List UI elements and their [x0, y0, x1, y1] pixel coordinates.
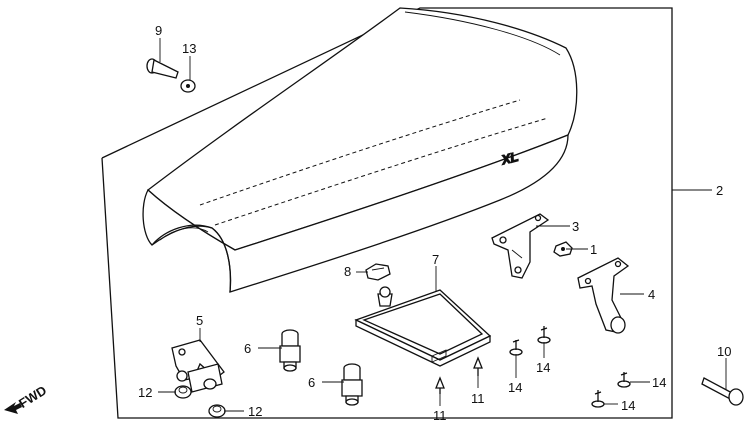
callout-labels: 1 2 3 4 5 6 6 7 8 9 10 11 11 12 12 13 14… — [138, 23, 731, 423]
callout-6b: 6 — [308, 375, 315, 390]
nut — [553, 241, 573, 257]
seat-bracket-right — [577, 257, 630, 334]
rear-seat-bracket — [491, 213, 550, 279]
callout-3: 3 — [572, 219, 579, 234]
callout-4: 4 — [648, 287, 655, 302]
callout-14a: 14 — [508, 380, 522, 395]
fwd-label: FWD — [16, 383, 49, 411]
leader-lines — [158, 38, 727, 412]
callout-10: 10 — [717, 344, 731, 359]
callout-8: 8 — [344, 264, 351, 279]
clip-left — [435, 376, 445, 394]
screw-d — [591, 390, 605, 408]
bolt-right — [701, 377, 744, 406]
seat-damper-lower — [341, 363, 363, 406]
callout-11b: 11 — [471, 391, 485, 406]
callout-9: 9 — [155, 23, 162, 38]
screw-a — [509, 339, 523, 356]
tool-tray — [354, 286, 492, 367]
rubber-cushion-upper — [174, 385, 192, 399]
clip-right — [473, 356, 483, 376]
screw-b — [537, 326, 551, 344]
callout-13: 13 — [182, 41, 196, 56]
callout-11a: 11 — [433, 408, 447, 423]
washer-top — [180, 79, 196, 93]
callout-1: 1 — [590, 242, 597, 257]
callout-5: 5 — [196, 313, 203, 328]
seat-logo: XL — [499, 149, 520, 168]
screw-c — [617, 372, 631, 388]
callout-12b: 12 — [248, 404, 262, 419]
rubber-cushion-lower — [208, 404, 226, 418]
hinge-bracket — [171, 339, 225, 393]
callout-14c: 14 — [652, 375, 666, 390]
grommet — [365, 263, 391, 281]
bolt-top — [146, 58, 179, 79]
callout-2: 2 — [716, 183, 723, 198]
seat: XL — [142, 7, 578, 293]
callout-7: 7 — [432, 252, 439, 267]
seat-damper-upper — [279, 329, 301, 372]
callout-12a: 12 — [138, 385, 152, 400]
callout-14b: 14 — [536, 360, 550, 375]
forward-arrow: FWD — [4, 383, 49, 414]
callout-14d: 14 — [621, 398, 635, 413]
callout-6a: 6 — [244, 341, 251, 356]
